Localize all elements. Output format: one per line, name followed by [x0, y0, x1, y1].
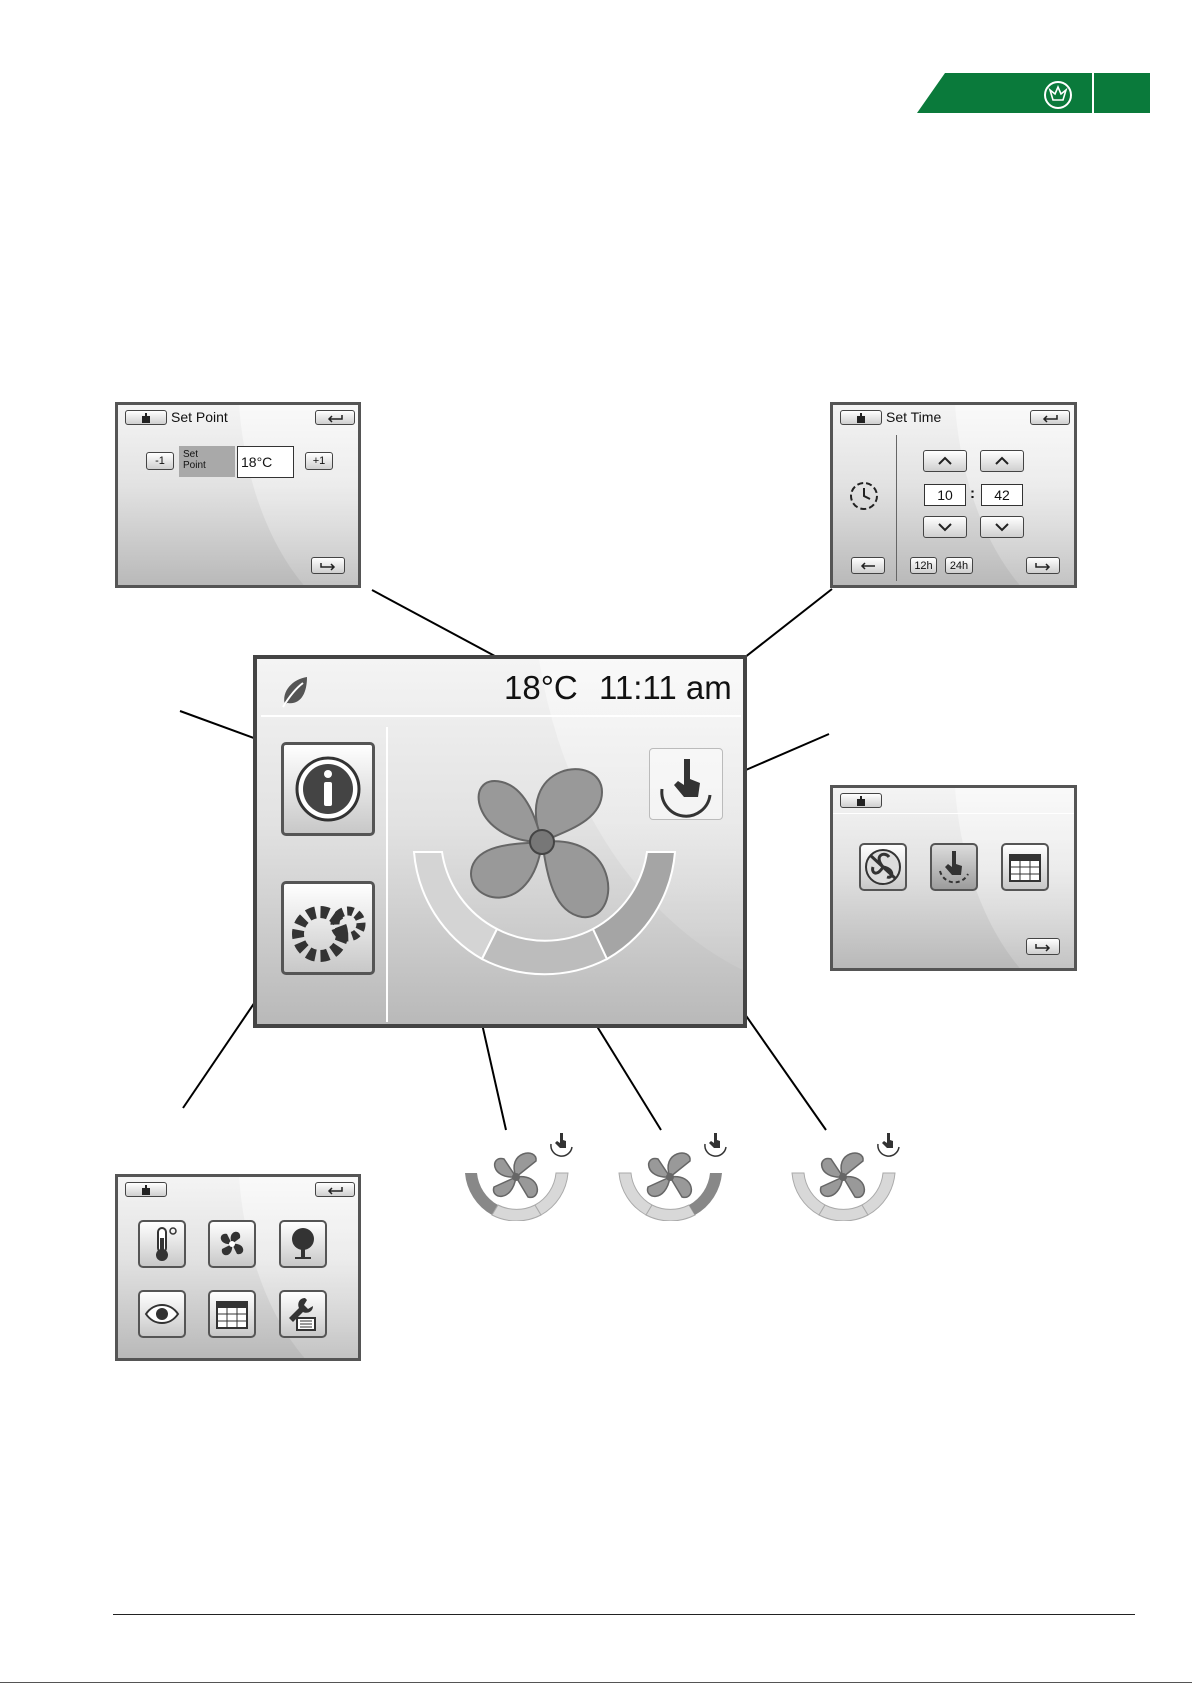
- page-bottom-rule: [0, 1682, 1192, 1683]
- set-point-label-line1: Set: [183, 449, 235, 460]
- back-button[interactable]: [1030, 410, 1070, 425]
- schedule-settings-button[interactable]: [208, 1290, 256, 1338]
- minutes-down-button[interactable]: [980, 516, 1024, 538]
- chevron-up-icon: [937, 456, 953, 466]
- back-arrow-icon: [326, 1185, 344, 1195]
- fan-off-icon: [863, 847, 903, 887]
- back-button[interactable]: [315, 1182, 355, 1197]
- next-arrow-icon: [319, 561, 337, 571]
- next-button[interactable]: [1026, 938, 1060, 955]
- set-point-value: 18°C: [241, 454, 272, 470]
- chevron-up-icon: [994, 456, 1010, 466]
- fan-icon[interactable]: [452, 752, 632, 932]
- next-arrow-icon: [1034, 942, 1052, 952]
- set-point-label: Set Point: [179, 446, 235, 477]
- header-divider: [833, 813, 1074, 814]
- fan-icon: [212, 1224, 252, 1264]
- main-screen: 18°C 11:11 am: [253, 655, 747, 1028]
- thermometer-icon: [142, 1224, 182, 1264]
- service-settings-button[interactable]: [279, 1290, 327, 1338]
- hand-pointer-icon: [934, 847, 974, 887]
- fan-speed-thumbnail-1: [462, 1129, 577, 1221]
- hand-pointer-icon: [882, 1133, 893, 1148]
- hand-pointer-icon: [709, 1133, 720, 1148]
- calendar-icon: [1005, 847, 1045, 887]
- home-button[interactable]: [840, 410, 882, 425]
- divider: [896, 435, 897, 581]
- fan-speed-thumbnail-3: [789, 1129, 904, 1221]
- back-arrow-icon: [1041, 413, 1059, 423]
- home-icon: [855, 413, 867, 423]
- set-point-label-line2: Point: [183, 460, 235, 471]
- next-button[interactable]: [1026, 557, 1060, 574]
- previous-button[interactable]: [851, 557, 885, 574]
- schedule-button[interactable]: [1001, 843, 1049, 891]
- calendar-icon: [212, 1294, 252, 1334]
- home-icon: [140, 413, 152, 423]
- minutes-field[interactable]: 42: [981, 484, 1023, 506]
- fan-off-button[interactable]: [859, 843, 907, 891]
- settings-screen: [115, 1174, 361, 1361]
- next-button[interactable]: [311, 557, 345, 574]
- home-icon: [140, 1185, 152, 1195]
- hours-down-button[interactable]: [923, 516, 967, 538]
- format-24h-button[interactable]: 24h: [945, 557, 973, 574]
- temperature-settings-button[interactable]: [138, 1220, 186, 1268]
- display-settings-button[interactable]: [138, 1290, 186, 1338]
- set-point-value-field[interactable]: 18°C: [237, 446, 294, 478]
- chevron-down-icon: [994, 522, 1010, 532]
- hand-pointer-icon: [555, 1133, 566, 1148]
- home-button[interactable]: [125, 1182, 167, 1197]
- eye-icon: [142, 1294, 182, 1334]
- manual-mode-button[interactable]: [930, 843, 978, 891]
- fan-settings-button[interactable]: [208, 1220, 256, 1268]
- mode-screen: [830, 785, 1077, 971]
- home-button[interactable]: [840, 793, 882, 808]
- minutes-up-button[interactable]: [980, 450, 1024, 472]
- decrease-button[interactable]: -1: [146, 452, 174, 470]
- clock-icon: [848, 480, 880, 512]
- footer-rule: [113, 1614, 1135, 1615]
- screen-title: Set Point: [171, 409, 228, 425]
- screen-title: Set Time: [886, 409, 941, 425]
- set-time-screen: Set Time 10 : 42 12h 24h: [830, 402, 1077, 588]
- home-icon: [855, 796, 867, 806]
- increase-button[interactable]: +1: [305, 452, 333, 470]
- left-arrow-icon: [859, 561, 877, 571]
- home-button[interactable]: [125, 410, 167, 425]
- tree-icon: [283, 1224, 323, 1264]
- wrench-icon: [283, 1294, 323, 1334]
- fan-speed-thumbnail-2: [616, 1129, 731, 1221]
- eco-settings-button[interactable]: [279, 1220, 327, 1268]
- hours-up-button[interactable]: [923, 450, 967, 472]
- hours-field[interactable]: 10: [924, 484, 966, 506]
- back-arrow-icon: [326, 413, 344, 423]
- format-12h-button[interactable]: 12h: [910, 557, 937, 574]
- chevron-down-icon: [937, 522, 953, 532]
- time-separator: :: [970, 485, 975, 502]
- fan-speed-segment-2: [482, 929, 607, 974]
- back-button[interactable]: [315, 410, 355, 425]
- next-arrow-icon: [1034, 561, 1052, 571]
- set-point-screen: Set Point -1 Set Point 18°C +1: [115, 402, 361, 588]
